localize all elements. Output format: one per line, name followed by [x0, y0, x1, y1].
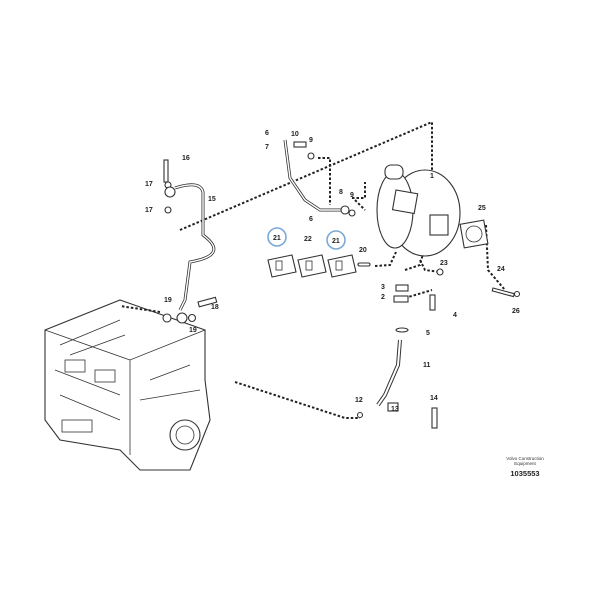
assembly-line	[374, 249, 425, 271]
callout: 13	[391, 406, 399, 413]
callout: 9	[309, 137, 313, 144]
callout: 19	[164, 297, 172, 304]
oil-pipe-15	[174, 183, 216, 311]
assembly-line	[485, 224, 506, 291]
callout-labels: 1 2 3 4 5 6 6 7 8 9 9 10 11 12 13 14 15 …	[145, 130, 520, 413]
brand-line-2: Equipment	[514, 461, 536, 466]
callout: 21	[273, 235, 281, 242]
callout: 17	[145, 207, 153, 214]
callout: 2	[381, 294, 385, 301]
document-number: 1035553	[510, 469, 540, 478]
assembly-line	[234, 381, 360, 419]
callout: 6	[309, 216, 313, 223]
callout: 14	[430, 395, 438, 402]
callout: 20	[359, 247, 367, 254]
callout: 10	[291, 131, 299, 138]
highlight-21-left	[267, 227, 287, 247]
callout: 22	[304, 236, 312, 243]
brand-caption: Volvo Construction Equipment	[490, 456, 560, 466]
callout: 17	[145, 181, 153, 188]
assembly-line	[179, 120, 433, 231]
callout: 9	[350, 192, 354, 199]
callout: 3	[381, 284, 385, 291]
callout: 21	[332, 238, 340, 245]
callout: 12	[355, 397, 363, 404]
callout: 5	[426, 330, 430, 337]
callout: 4	[453, 312, 457, 319]
callout: 24	[497, 266, 505, 273]
assembly-line	[119, 305, 161, 313]
callout: 25	[478, 205, 486, 212]
assembly-line	[404, 259, 441, 299]
callout: 6	[265, 130, 269, 137]
callout: 23	[440, 260, 448, 267]
highlight-21-right	[326, 230, 346, 250]
callout: 1	[430, 173, 434, 180]
callout: 7	[265, 144, 269, 151]
turbocharger	[376, 164, 461, 257]
callout: 11	[423, 362, 431, 369]
callout: 26	[512, 308, 520, 315]
callout: 8	[339, 189, 343, 196]
gasket-25	[459, 219, 489, 249]
callout: 18	[211, 304, 219, 311]
callout: 19	[189, 327, 197, 334]
brand-line-1: Volvo Construction	[506, 456, 544, 461]
callout: 16	[182, 155, 190, 162]
assembly-line	[318, 157, 366, 211]
gaskets	[267, 254, 371, 278]
callout: 15	[208, 196, 216, 203]
engine-block	[44, 299, 211, 471]
